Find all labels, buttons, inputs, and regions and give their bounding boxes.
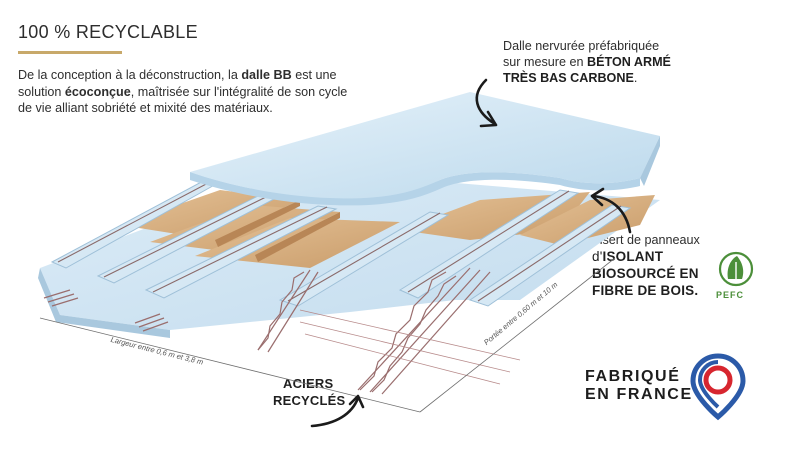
made-in-france-pin-icon	[693, 356, 743, 417]
pefc-logo-icon	[720, 253, 752, 285]
top-slab	[190, 92, 660, 205]
pefc-label: PEFC	[716, 290, 744, 300]
made-in-france-label: FABRIQUÉ EN FRANCE	[585, 368, 693, 404]
